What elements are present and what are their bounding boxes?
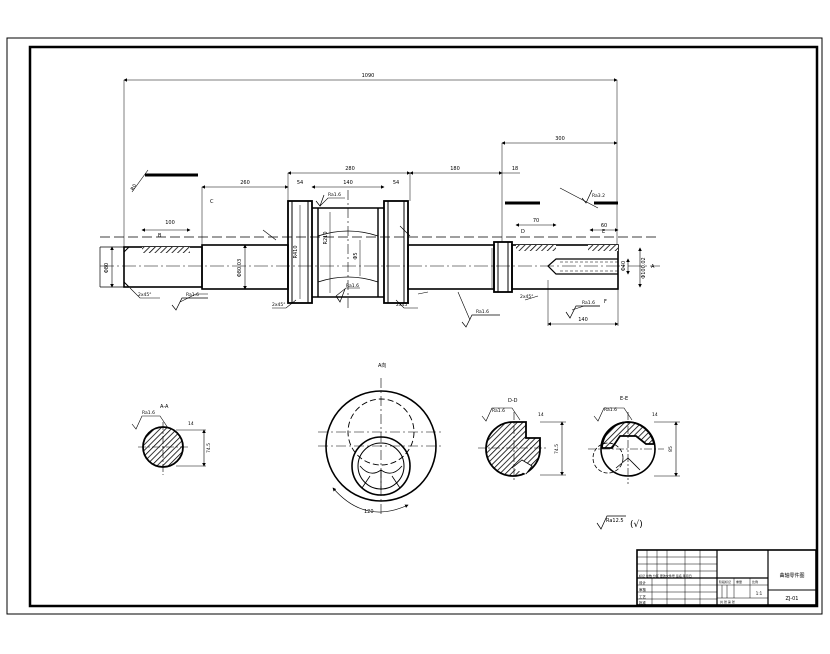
rough-f: Ra3.2 (592, 193, 605, 199)
section-a (131, 415, 206, 475)
right-shaft (511, 244, 619, 290)
dim-key-l: 100 (165, 220, 175, 226)
section-e (588, 407, 680, 484)
chamfer-right: 2x45° (520, 294, 534, 300)
dim-key-r1: 70 (533, 218, 539, 224)
chamfer-web1: 2x45° (272, 302, 286, 308)
section-e-label: E-E (620, 396, 628, 402)
mark-f: F (604, 299, 607, 305)
rough-d: Ra1.6 (582, 300, 595, 306)
dim-web-r: 54 (393, 180, 399, 186)
dim-dia-pin: R210 (323, 231, 329, 244)
mark-e: E (602, 229, 605, 235)
title-mark-row: 标记 处数 分区 更改文件号 签名 年月日 (639, 573, 692, 578)
title-scale: 1:1 (756, 591, 763, 596)
dim-right-len: 300 (555, 136, 565, 142)
main-journal-2 (407, 244, 495, 290)
dim-bore-len: 140 (578, 317, 588, 323)
title-ratio: 比例 (752, 579, 758, 584)
general-roughness-paren: (√) (630, 519, 643, 530)
dim-dia-left: Φ80 (104, 263, 110, 273)
general-roughness-value: Ra12.5 (606, 518, 624, 524)
main-view (99, 78, 660, 328)
title-approve: 批准 (639, 600, 647, 605)
section-a-rough: Ra1.6 (142, 410, 155, 416)
title-craft: 工艺 (639, 594, 647, 599)
outer-frame (6, 37, 823, 615)
mark-a: A (651, 264, 655, 270)
rough-e: Ra1.6 (328, 192, 341, 198)
mark-c: C (210, 199, 214, 205)
dim-crank-span: 280 (345, 166, 355, 172)
title-stage: 阶段标记 (719, 579, 731, 584)
title-design: 设计 (639, 580, 647, 585)
end-view-label: A向 (378, 362, 386, 369)
collar (493, 241, 513, 293)
section-e-dim-h: 85 (668, 446, 674, 452)
section-d-label: D-D (508, 398, 518, 404)
dim-seg-b: 180 (450, 166, 460, 172)
dim-overall: 1090 (362, 73, 375, 79)
dim-angle: R0 (130, 183, 139, 192)
threaded-bore (547, 258, 618, 275)
section-e-rough: Ra1.6 (604, 407, 617, 413)
rough-a: Ra1.6 (186, 292, 199, 298)
dim-dia-mid: Φ80.03 (237, 259, 243, 277)
section-d-dim-w: 14 (538, 412, 544, 418)
section-a-label: A-A (160, 404, 169, 410)
title-check: 审核 (639, 587, 647, 592)
title-weight: 重量 (736, 579, 742, 584)
end-view-dim: 120 (364, 509, 374, 515)
section-d (478, 407, 566, 482)
rough-c: Ra1.6 (476, 309, 489, 315)
dim-dia-right: Φ100.02 (641, 257, 647, 278)
dim-dia-center: Φ5 (353, 252, 359, 259)
dim-seg-c: 18 (512, 166, 518, 172)
chamfer-web2: 2x45° (396, 302, 410, 308)
dim-key-r2: 60 (601, 223, 607, 229)
dim-web-l: 54 (297, 180, 303, 186)
dim-seg-a: 260 (240, 180, 250, 186)
title-drawing-no: ZJ-01 (786, 596, 799, 602)
chamfer-left: 2x45° (138, 292, 152, 298)
crank-web-left (287, 200, 313, 304)
dim-depth-right: Φ40 (621, 261, 627, 271)
section-e-dim-w: 14 (652, 412, 658, 418)
mark-d: D (521, 229, 525, 235)
section-d-rough: Ra1.6 (492, 408, 505, 414)
left-keyway-hatch (142, 247, 190, 253)
inner-frame (28, 45, 819, 608)
section-a-dim-w: 14 (188, 421, 194, 427)
dim-dia-web: R410 (293, 245, 299, 258)
general-roughness-note (596, 515, 626, 530)
main-dimension-texts: 1090 300 280 140 54 54 260 180 18 100 70… (104, 73, 655, 323)
title-block (636, 549, 817, 606)
section-d-dim-h: 74.5 (554, 444, 560, 454)
dim-center-w: 140 (343, 180, 353, 186)
mark-b: B (158, 233, 162, 239)
end-view (318, 378, 444, 515)
title-sheet: 共 张 第 张 (720, 599, 735, 604)
title-part-name: 曲轴零件图 (779, 572, 804, 579)
section-a-dim-h: 74.5 (206, 443, 212, 453)
rough-b: Ra1.6 (346, 283, 359, 289)
